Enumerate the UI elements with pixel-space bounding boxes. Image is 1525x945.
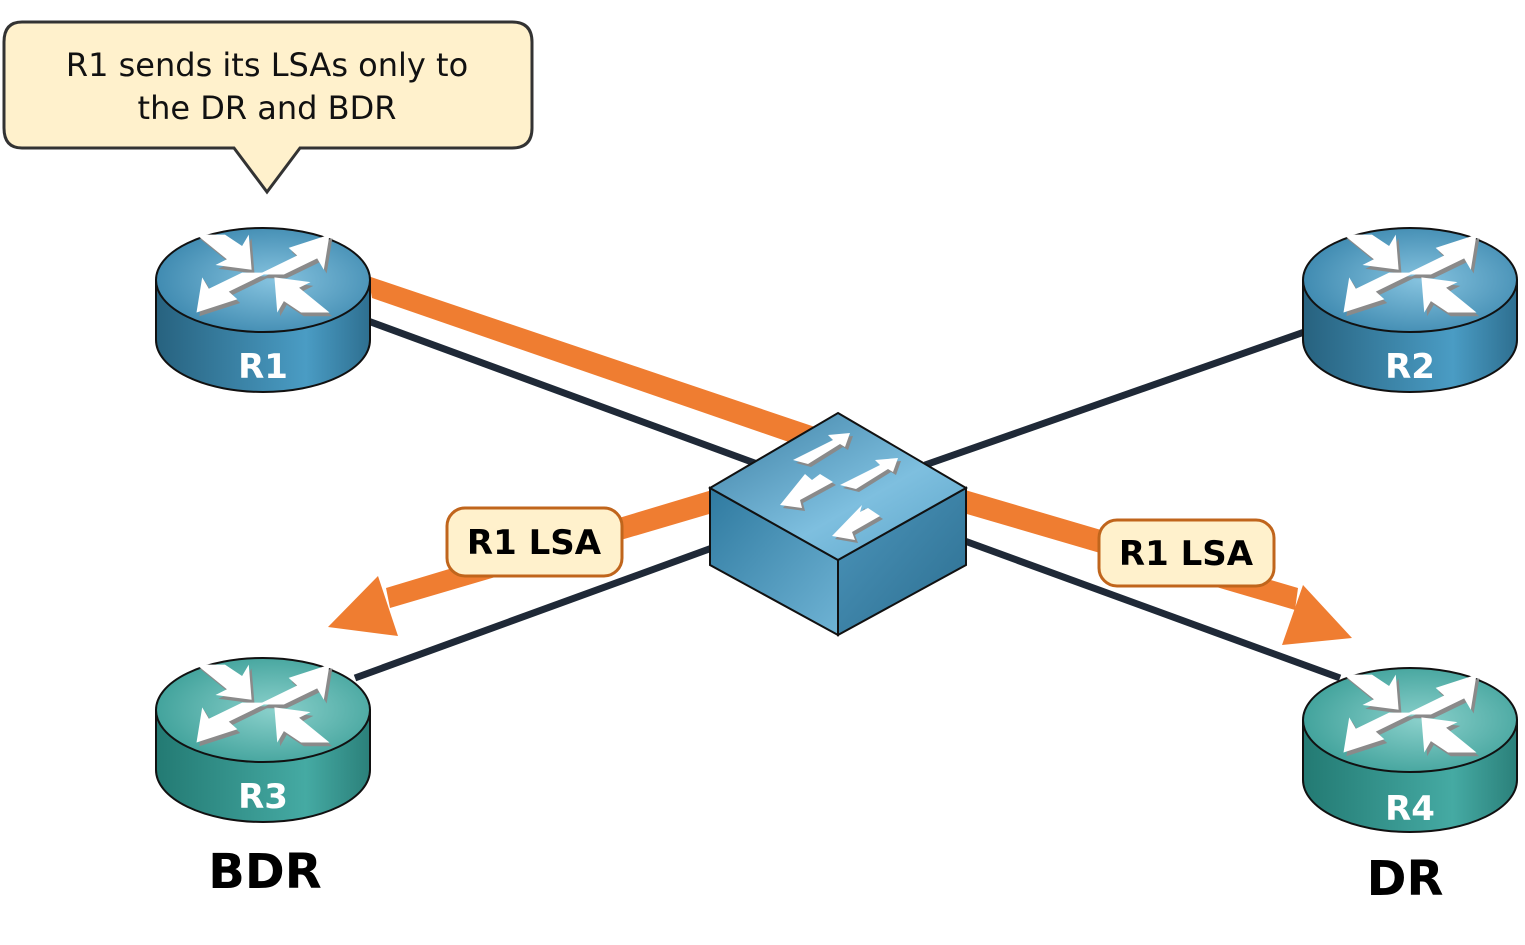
arrowhead-r4 [1282,585,1352,645]
lsa-label-right: R1 LSA [1097,518,1276,588]
link-r1-switch [358,314,762,469]
router-r3[interactable]: R3 [155,657,371,823]
callout-line-1: R1 sends its LSAs only to [66,46,468,84]
role-label-dr: DR [1367,851,1444,907]
router-label-r2: R2 [1385,347,1435,387]
callout-line-2: the DR and BDR [138,89,397,127]
switch-arrows-icon [780,433,901,543]
router-r1[interactable]: R1 [155,227,371,393]
link-r3-switch [353,544,714,682]
link-r2-switch [923,326,1312,469]
router-label-r4: R4 [1385,789,1435,829]
switch[interactable] [707,411,969,637]
router-r2[interactable]: R2 [1302,227,1518,393]
flow-r1-to-switch [368,276,818,450]
router-label-r1: R1 [238,347,288,387]
lsa-label-left: R1 LSA [445,506,624,578]
role-label-bdr: BDR [208,844,321,900]
lsa-label-right-text: R1 LSA [1119,534,1254,574]
links [353,314,1342,682]
lsa-label-left-text: R1 LSA [467,523,602,563]
callout-bubble: R1 sends its LSAs only to the DR and BDR [2,20,534,195]
switch-top-face [707,411,969,562]
router-label-r3: R3 [238,777,288,817]
link-r4-switch [960,536,1342,682]
router-r4[interactable]: R4 [1302,667,1518,833]
arrowhead-r3 [328,576,398,636]
